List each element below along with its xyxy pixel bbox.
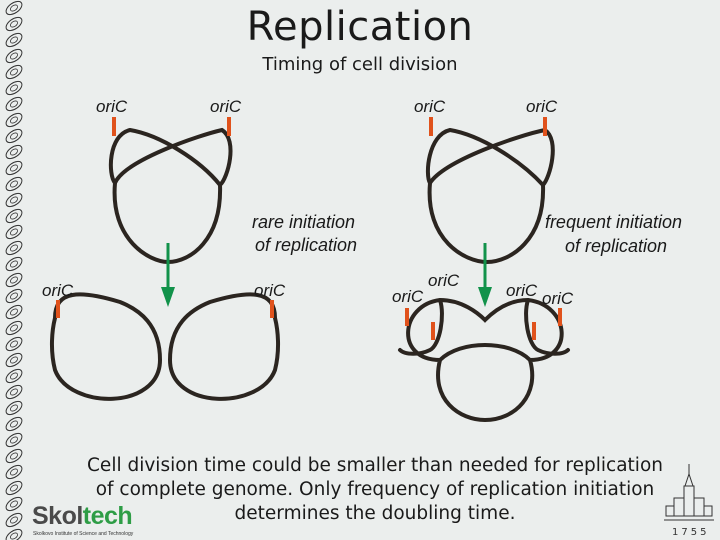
- page-subtitle: Timing of cell division: [262, 54, 458, 75]
- page-title: Replication: [246, 4, 474, 50]
- chromosome-top-left: [108, 127, 233, 265]
- oric-label: oriC: [42, 281, 74, 300]
- decorative-border: [0, 0, 28, 540]
- skoltech-logo: Skoltech: [32, 502, 133, 530]
- oric-label: oriC: [210, 97, 242, 116]
- daughter-chromosome-left: [50, 292, 163, 401]
- caption: Cell division time could be smaller than…: [87, 455, 663, 524]
- arrow-down-left: [161, 243, 175, 307]
- daughter-chromosome-right: [167, 292, 280, 401]
- frequent-initiation-note: frequent initiation of replication: [545, 212, 687, 256]
- logo-subtitle: Skolkovo Institute of Science and Techno…: [33, 531, 134, 537]
- oric-label: oriC: [254, 281, 286, 300]
- oric-label: oriC: [542, 289, 574, 308]
- oric-label: oriC: [392, 287, 424, 306]
- oric-label: oriC: [428, 271, 460, 290]
- building-icon: [664, 464, 714, 521]
- oric-label: oriC: [526, 97, 558, 116]
- arrow-down-right: [478, 243, 492, 307]
- oric-label: oriC: [96, 97, 128, 116]
- chromosome-multifork: [398, 297, 570, 423]
- oric-label: oriC: [506, 281, 538, 300]
- year-label: 1755: [672, 527, 710, 538]
- chromosome-top-right: [425, 127, 555, 265]
- oric-label: oriC: [414, 97, 446, 116]
- rare-initiation-note: rare initiation of replication: [252, 212, 360, 255]
